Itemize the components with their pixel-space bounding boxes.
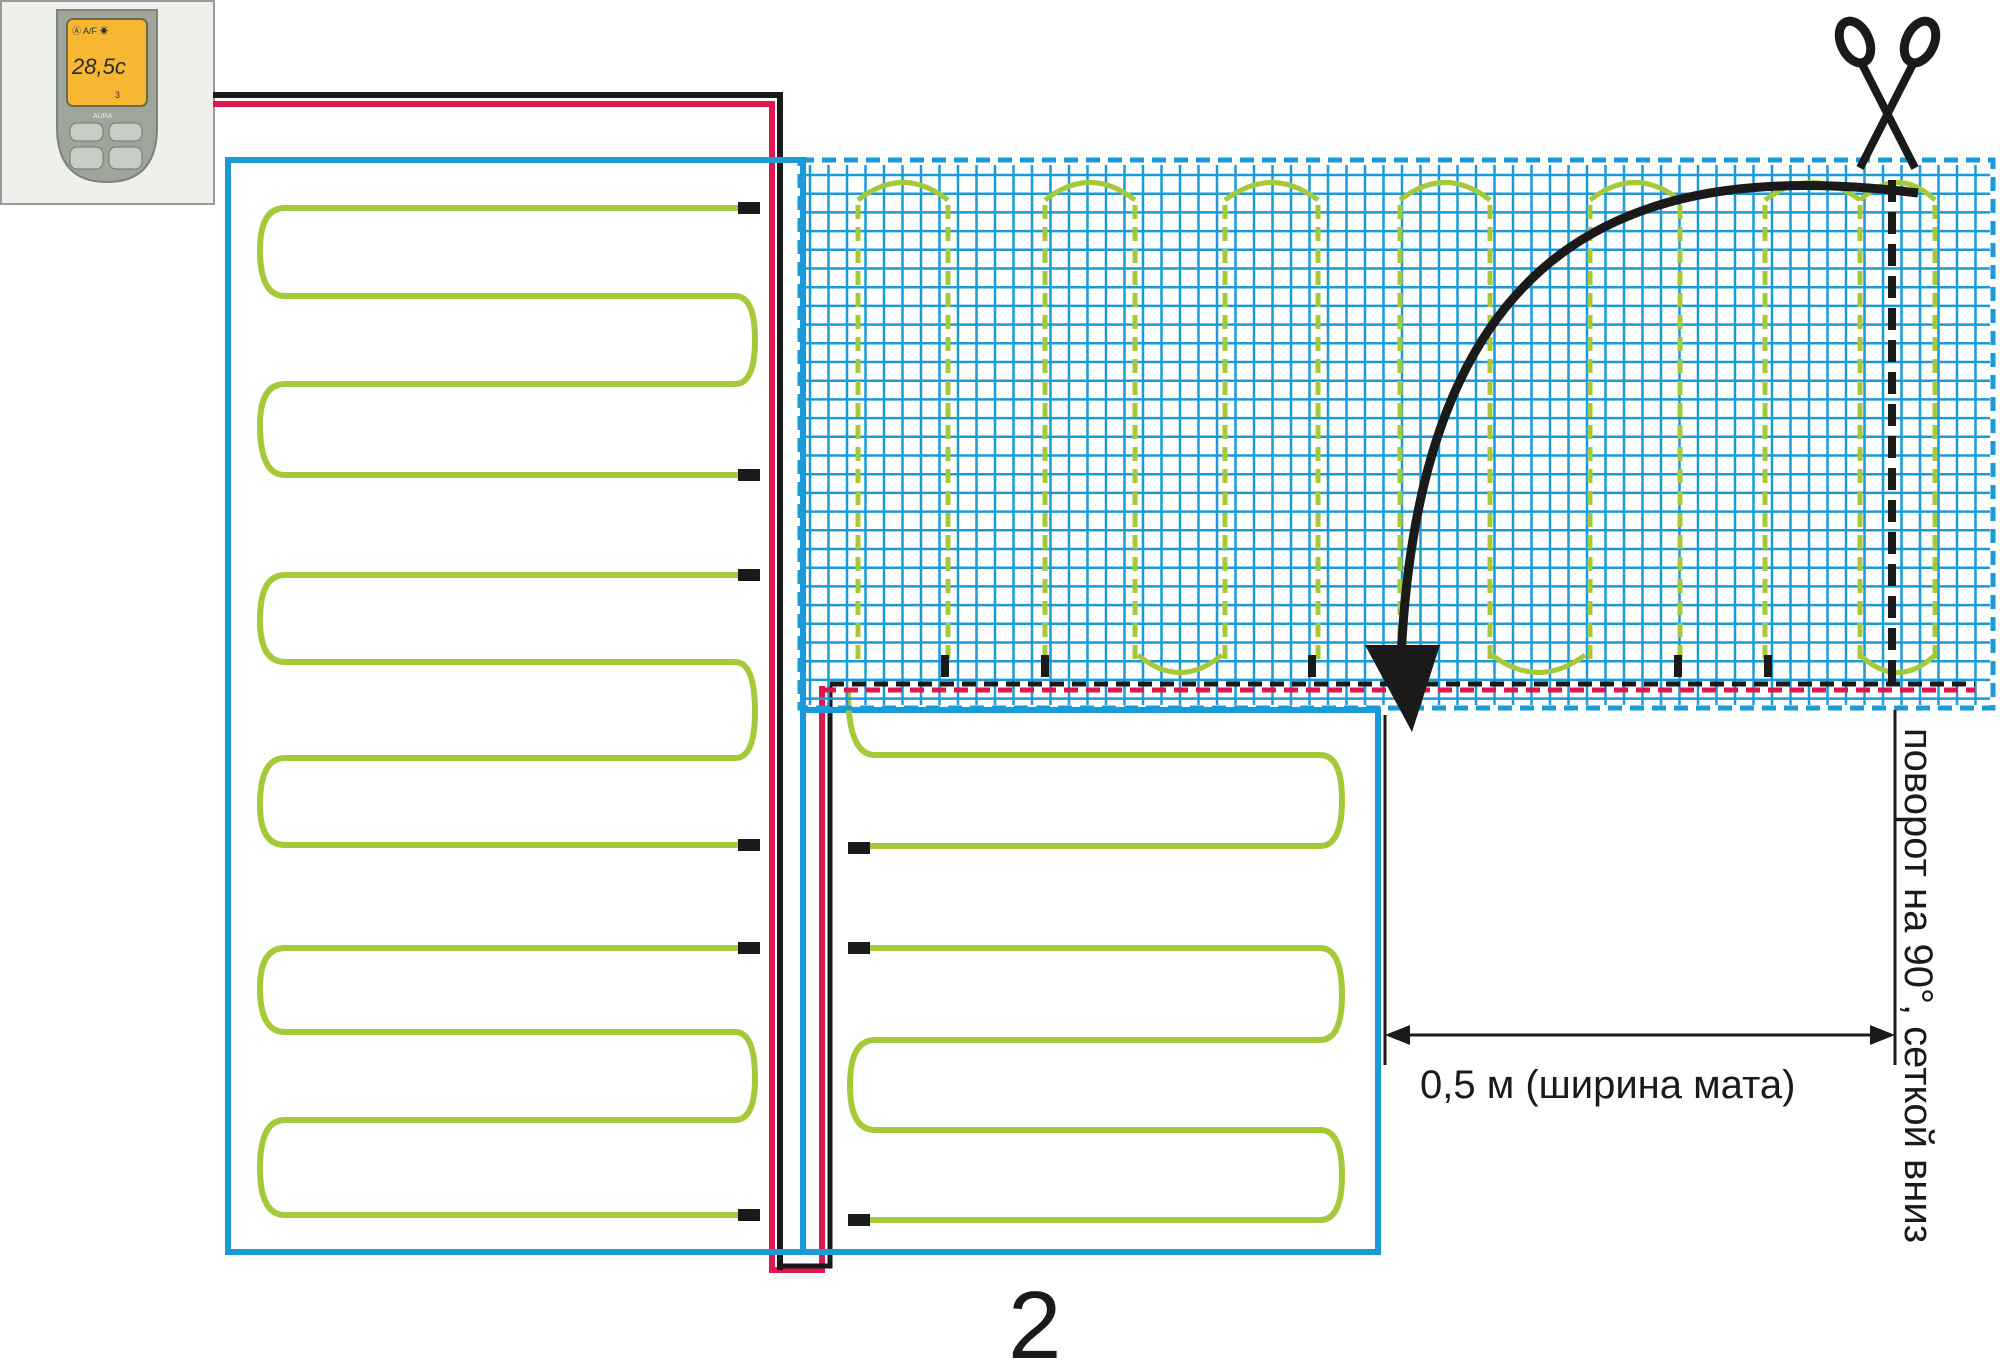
cable-arc: [856, 180, 950, 202]
terminal: [848, 942, 870, 954]
arrow-head: [1365, 645, 1440, 732]
curved-arrow-icon: [1395, 181, 1919, 691]
terminal: [738, 942, 760, 954]
terminal: [941, 655, 949, 677]
thermostat-right-button: [108, 146, 143, 170]
power-wire-black: [213, 92, 783, 1262]
cable-arc: [1490, 653, 1587, 675]
thermostat-photo: Ⓐ A/F ☀ 28,5c 3 AURA: [0, 0, 215, 205]
bottom-heating-mat: [800, 707, 1381, 1255]
cable-arc: [1223, 180, 1320, 202]
cable-loop: [256, 945, 760, 1218]
cable-arc: [1136, 653, 1224, 675]
power-wire-black-2: [780, 686, 833, 1269]
thermostat-left-button: [69, 146, 104, 170]
step-number: 2: [1008, 1272, 1061, 1365]
scissors-icon: [1834, 16, 1941, 170]
lcd-temperature: 28,5c: [71, 54, 126, 79]
cable-loop: [256, 572, 760, 848]
cable-arc: [1858, 180, 1937, 202]
terminal: [1308, 655, 1316, 677]
cable-arc: [1043, 180, 1137, 202]
lcd-icons: Ⓐ A/F ☀: [72, 26, 109, 36]
terminal: [738, 202, 760, 214]
terminal: [738, 839, 760, 851]
bottom-heating-cable: [845, 689, 1346, 1223]
cable-arc: [1588, 180, 1682, 202]
cable-arc: [1398, 180, 1492, 202]
mat-mesh-grid: [803, 165, 1990, 705]
thermostat-brand: AURA: [93, 113, 113, 120]
terminal: [738, 469, 760, 481]
rotation-label: поворот на 90°, сеткой вниз: [1896, 728, 1940, 1243]
cable-arc: [1858, 653, 1937, 675]
terminal: [1041, 655, 1049, 677]
thermostat-plus-button: [108, 122, 143, 142]
rotated-mat-outline: [797, 157, 1996, 711]
left-heating-mat: [225, 157, 806, 1255]
cable-loop: [256, 205, 760, 478]
terminal: [1764, 655, 1772, 677]
cable-terminals: [738, 202, 1772, 1226]
cable-loop: [845, 689, 1346, 849]
mat-width-label: 0,5 м (ширина мата): [1420, 1063, 1795, 1107]
terminal: [738, 1209, 760, 1221]
thermostat-lcd: [66, 18, 148, 107]
thermostat-minus-button: [69, 122, 104, 142]
lcd-extra: 3: [115, 90, 120, 100]
terminal: [1674, 655, 1682, 677]
left-heating-cable: [256, 205, 760, 1218]
cable-loop: [846, 945, 1346, 1223]
rotated-heating-cable: [855, 180, 1938, 675]
terminal: [848, 1214, 870, 1226]
power-wire-red: [213, 101, 825, 1273]
terminal: [738, 569, 760, 581]
terminal: [848, 842, 870, 854]
